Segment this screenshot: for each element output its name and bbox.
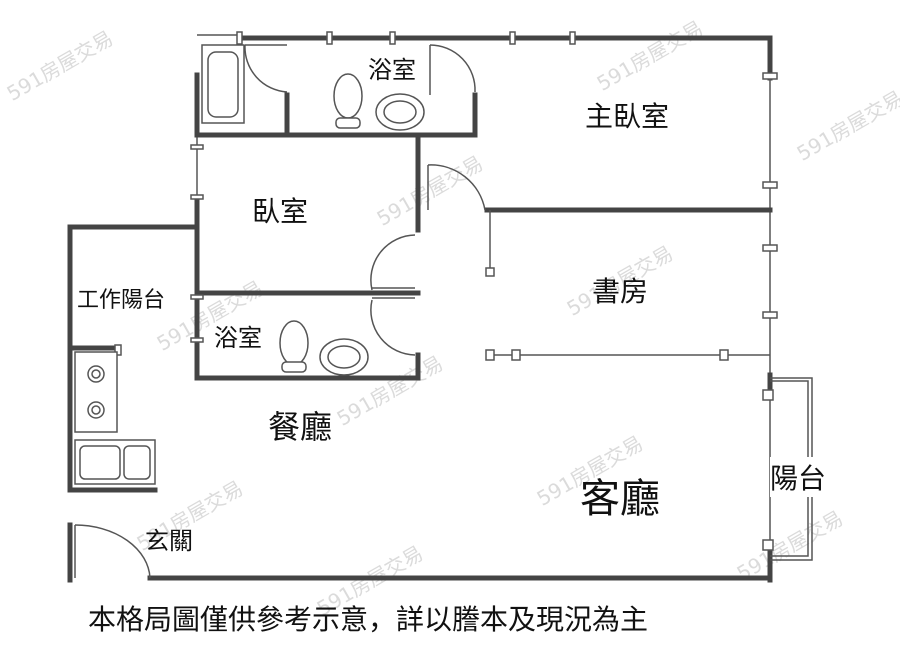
room-label-balcony: 陽台	[770, 457, 827, 497]
room-label-utility-balcony: 工作陽台	[77, 288, 166, 313]
toilet-bottom	[279, 320, 309, 373]
bathtub	[201, 44, 245, 124]
room-label-dining: 餐廳	[268, 408, 333, 446]
window-markers	[114, 31, 778, 551]
room-label-master-bedroom: 主臥室	[585, 100, 670, 133]
footer-disclaimer: 本格局圖僅供參考示意，詳以謄本及現況為主	[88, 603, 649, 636]
room-label-bedroom: 臥室	[252, 195, 309, 228]
room-label-bath-bottom: 浴室	[214, 324, 262, 352]
sink-bottom	[319, 338, 369, 376]
doors	[74, 44, 486, 579]
walls	[67, 34, 813, 583]
room-label-living: 客廳	[580, 476, 660, 522]
stove	[74, 351, 118, 433]
room-label-study: 書房	[592, 275, 649, 308]
room-label-entrance: 玄關	[145, 527, 193, 555]
room-label-bath-top: 浴室	[368, 56, 416, 84]
kitchen-sink	[74, 439, 156, 485]
sink-top	[375, 93, 425, 131]
toilet-top	[333, 73, 363, 129]
